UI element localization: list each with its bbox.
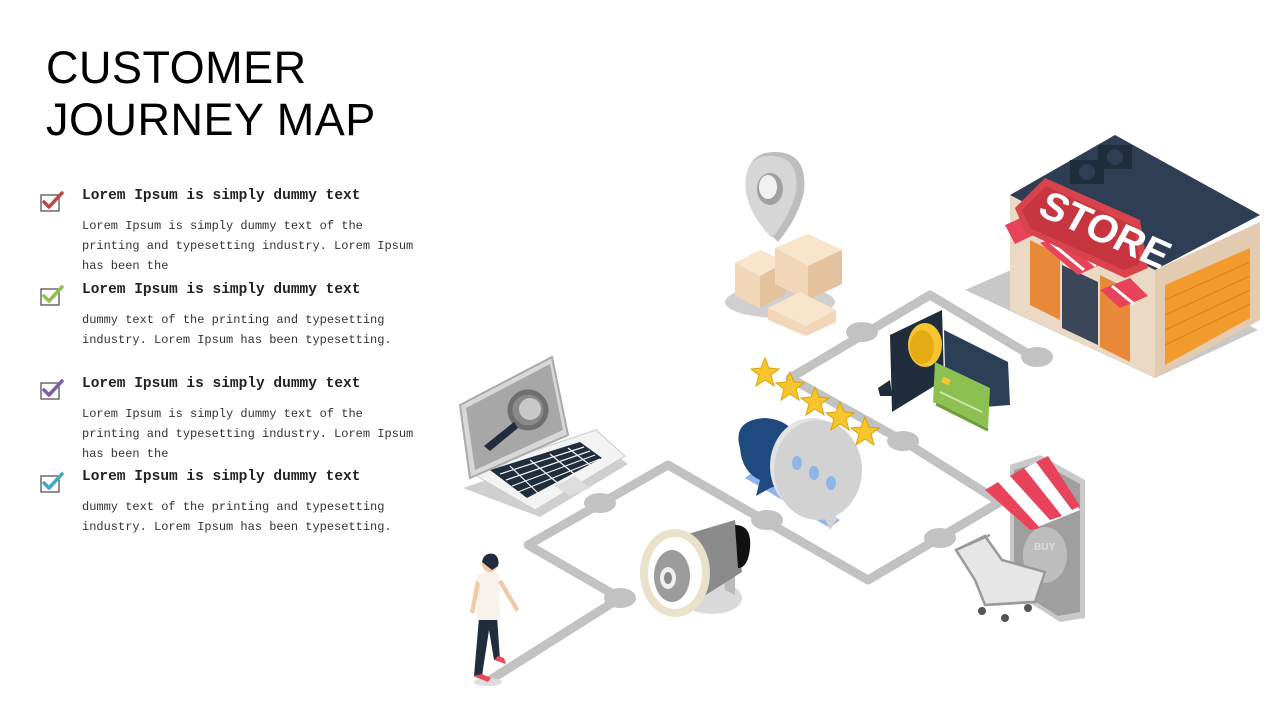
item-heading: Lorem Ipsum is simply dummy text bbox=[82, 188, 361, 204]
checkbox-checked-icon bbox=[40, 472, 64, 493]
path-nodes bbox=[584, 322, 1053, 608]
store-building-icon: STORE bbox=[965, 135, 1260, 378]
mobile-shop-icon: BUY bbox=[985, 455, 1085, 622]
item-body: dummy text of the printing and typesetti… bbox=[82, 313, 392, 347]
chat-bubbles-icon bbox=[738, 418, 862, 530]
item-body: dummy text of the printing and typesetti… bbox=[82, 500, 392, 534]
title-line-2: JOURNEY MAP bbox=[46, 94, 376, 145]
buy-label: BUY bbox=[1034, 542, 1055, 553]
item-heading: Lorem Ipsum is simply dummy text bbox=[82, 469, 361, 485]
title-line-1: CUSTOMER bbox=[46, 42, 307, 93]
item-heading: Lorem Ipsum is simply dummy text bbox=[82, 282, 361, 298]
shopping-cart-icon bbox=[954, 533, 1047, 622]
megaphone-icon bbox=[640, 520, 751, 617]
item-body: Lorem Ipsum is simply dummy text of the … bbox=[82, 219, 414, 273]
checkbox-checked-icon bbox=[40, 285, 64, 306]
location-pin-icon bbox=[745, 152, 805, 242]
wallet-icon bbox=[878, 310, 1010, 432]
journey-map-illustration: BUY bbox=[458, 135, 1260, 686]
boxes-icon bbox=[725, 234, 842, 336]
laptop-search-icon bbox=[458, 355, 628, 517]
person-icon bbox=[470, 553, 519, 686]
checkbox-checked-icon bbox=[40, 379, 64, 400]
item-body: Lorem Ipsum is simply dummy text of the … bbox=[82, 407, 414, 461]
rating-stars-icon bbox=[749, 356, 881, 447]
checkbox-checked-icon bbox=[40, 191, 64, 212]
item-heading: Lorem Ipsum is simply dummy text bbox=[82, 376, 361, 392]
page-title: CUSTOMER JOURNEY MAP bbox=[46, 42, 376, 146]
